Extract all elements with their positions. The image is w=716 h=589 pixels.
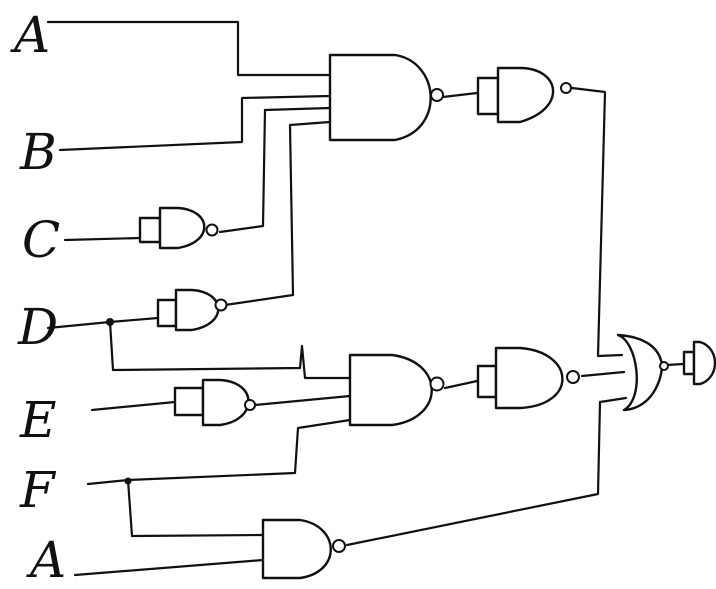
wire-not-e-to-nand2 [253, 394, 352, 407]
wire-f-to-nand2 [86, 418, 352, 486]
wire-b-to-nand1 [58, 94, 332, 152]
nand-gate-3 [261, 518, 346, 580]
wire-not-d-to-nand1 [223, 120, 332, 307]
input-label-d: D [18, 298, 59, 356]
wire-d-branch-to-nand2 [108, 320, 352, 380]
not-gate-e [173, 378, 256, 427]
nand-gate-2 [348, 353, 445, 427]
wire-or-to-buffer-out [665, 362, 685, 367]
not-gate-2 [476, 346, 580, 410]
wire-c-to-buffer-c [63, 236, 142, 242]
wire-nand2-to-buffer2 [443, 379, 479, 390]
input-label-c: C [22, 211, 61, 269]
input-label-f: F [20, 461, 55, 519]
junction-dot-f [124, 477, 132, 485]
wire-e-to-buffer-e [90, 400, 177, 412]
input-label-a2: A [30, 531, 67, 589]
wire-nand3-to-or [345, 396, 628, 547]
wire-f-branch-to-nand3 [126, 478, 265, 538]
wires [46, 20, 685, 577]
wire-not1-to-or [570, 86, 624, 358]
wire-not2-to-or [580, 370, 626, 378]
junctions [106, 318, 132, 485]
wire-a2-to-nand3 [73, 558, 265, 577]
junction-dot-d [106, 318, 114, 326]
not-gate-d [156, 288, 228, 332]
nand-gate-1 [328, 53, 444, 142]
input-label-b: B [20, 123, 57, 181]
wire-a-to-nand1 [46, 20, 332, 77]
output-buffer [682, 340, 716, 386]
wire-not-c-to-nand1 [218, 106, 332, 234]
wire-nand1-to-buffer1 [441, 91, 479, 99]
not-gate-1 [476, 66, 572, 124]
not-gate-c [138, 206, 219, 250]
input-label-a: A [14, 6, 51, 64]
or-gate [616, 333, 669, 412]
input-label-e: E [20, 391, 57, 449]
wire-d-to-buffer-d [46, 316, 160, 330]
